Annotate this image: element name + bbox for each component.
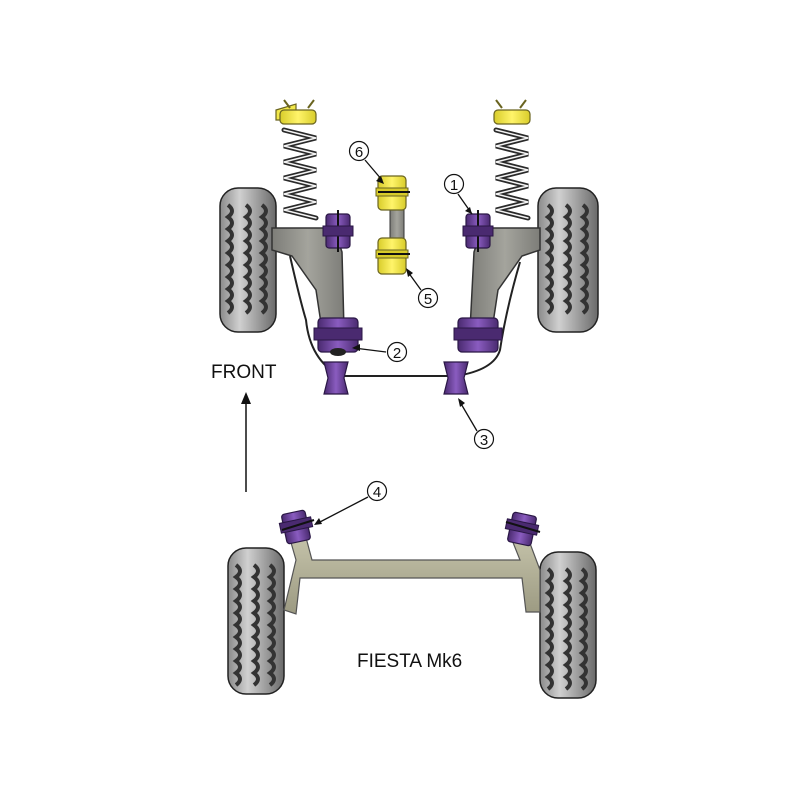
drop-link-yellow	[375, 175, 410, 275]
callout-1: 1	[443, 173, 473, 215]
callout-3: 3	[458, 398, 495, 450]
rear-left-tyre	[227, 547, 285, 695]
bush-anti-roll-bar-left	[323, 361, 349, 395]
rear-right-tyre	[539, 551, 597, 699]
svg-text:2: 2	[393, 345, 401, 362]
front-left-coil-spring	[275, 99, 319, 221]
bush-anti-roll-bar-right	[443, 361, 469, 395]
svg-text:6: 6	[355, 144, 363, 161]
bush-front-left-upper	[322, 210, 354, 252]
bush-rear-right	[504, 511, 541, 547]
bush-front-left-rear	[313, 317, 363, 356]
callout-6: 6	[348, 140, 384, 184]
svg-text:5: 5	[424, 291, 432, 308]
bush-rear-left	[278, 509, 315, 545]
model-label: FIESTA Mk6	[357, 651, 462, 672]
svg-text:3: 3	[480, 432, 488, 449]
svg-text:4: 4	[373, 484, 381, 501]
callout-4: 4	[314, 480, 388, 525]
front-direction-arrow	[241, 392, 251, 492]
front-left-tyre	[219, 187, 277, 333]
front-anti-roll-bar	[289, 255, 521, 377]
svg-text:1: 1	[450, 177, 458, 194]
callout-5: 5	[406, 268, 439, 309]
callout-2: 2	[352, 341, 408, 363]
rear-twist-beam	[283, 529, 541, 615]
front-right-tyre	[537, 187, 599, 333]
bush-front-right-upper	[462, 210, 494, 252]
bush-front-right-rear	[453, 317, 503, 353]
front-right-coil-spring	[493, 99, 531, 221]
front-label: FRONT	[211, 362, 277, 383]
